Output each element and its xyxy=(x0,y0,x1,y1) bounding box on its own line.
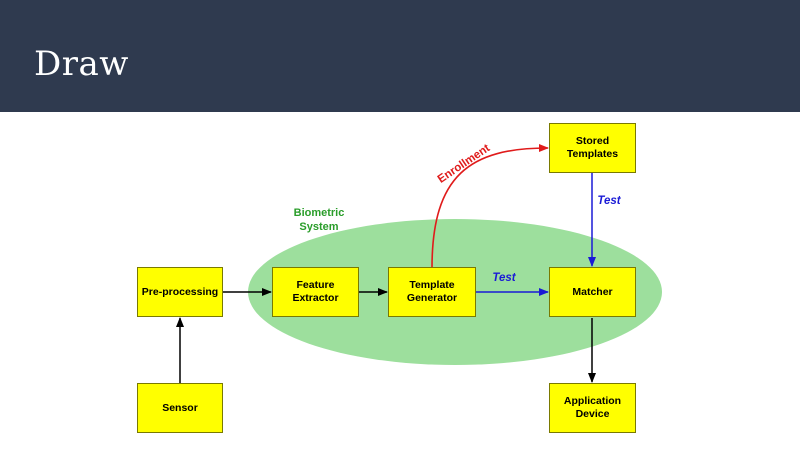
node-template-generator: Template Generator xyxy=(388,267,476,317)
node-feature-extractor-label: Feature Extractor xyxy=(292,279,339,304)
node-matcher-label: Matcher xyxy=(572,285,613,298)
test-label-horizontal: Test xyxy=(492,272,516,284)
node-matcher: Matcher xyxy=(549,267,636,317)
node-stored-templates-label: Stored Templates xyxy=(566,135,619,160)
slide-title: Draw xyxy=(34,44,129,84)
slide-header xyxy=(0,0,800,112)
node-application-device-label: Application Device xyxy=(563,395,622,420)
node-template-generator-label: Template Generator xyxy=(406,279,458,304)
edge-enrollment-curve xyxy=(431,144,549,269)
biometric-system-label: Biometric System xyxy=(293,207,345,233)
node-application-device: Application Device xyxy=(549,383,636,433)
test-label-vertical: Test xyxy=(597,195,621,207)
node-preprocessing: Pre-processing xyxy=(137,267,223,317)
node-preprocessing-label: Pre-processing xyxy=(141,285,219,298)
node-stored-templates: Stored Templates xyxy=(549,123,636,173)
node-sensor-label: Sensor xyxy=(162,401,198,414)
node-feature-extractor: Feature Extractor xyxy=(272,267,359,317)
node-sensor: Sensor xyxy=(137,383,223,433)
